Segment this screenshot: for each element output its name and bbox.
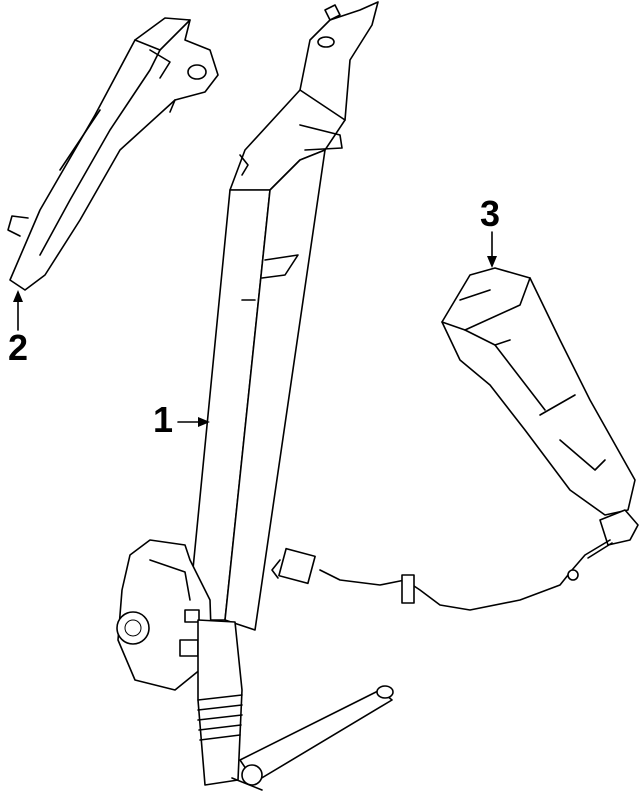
callout-2-arrow [13, 290, 23, 331]
height-adjuster-part[interactable] [7, 17, 219, 291]
callout-3-arrow [487, 231, 497, 268]
buckle-part[interactable] [271, 267, 639, 611]
seat-belt-assembly-part[interactable] [116, 1, 394, 791]
callout-1-label: 1 [153, 399, 174, 440]
callout-2-label: 2 [8, 327, 29, 368]
callout-3-label: 3 [480, 193, 501, 234]
callout-1-arrow [177, 417, 210, 427]
